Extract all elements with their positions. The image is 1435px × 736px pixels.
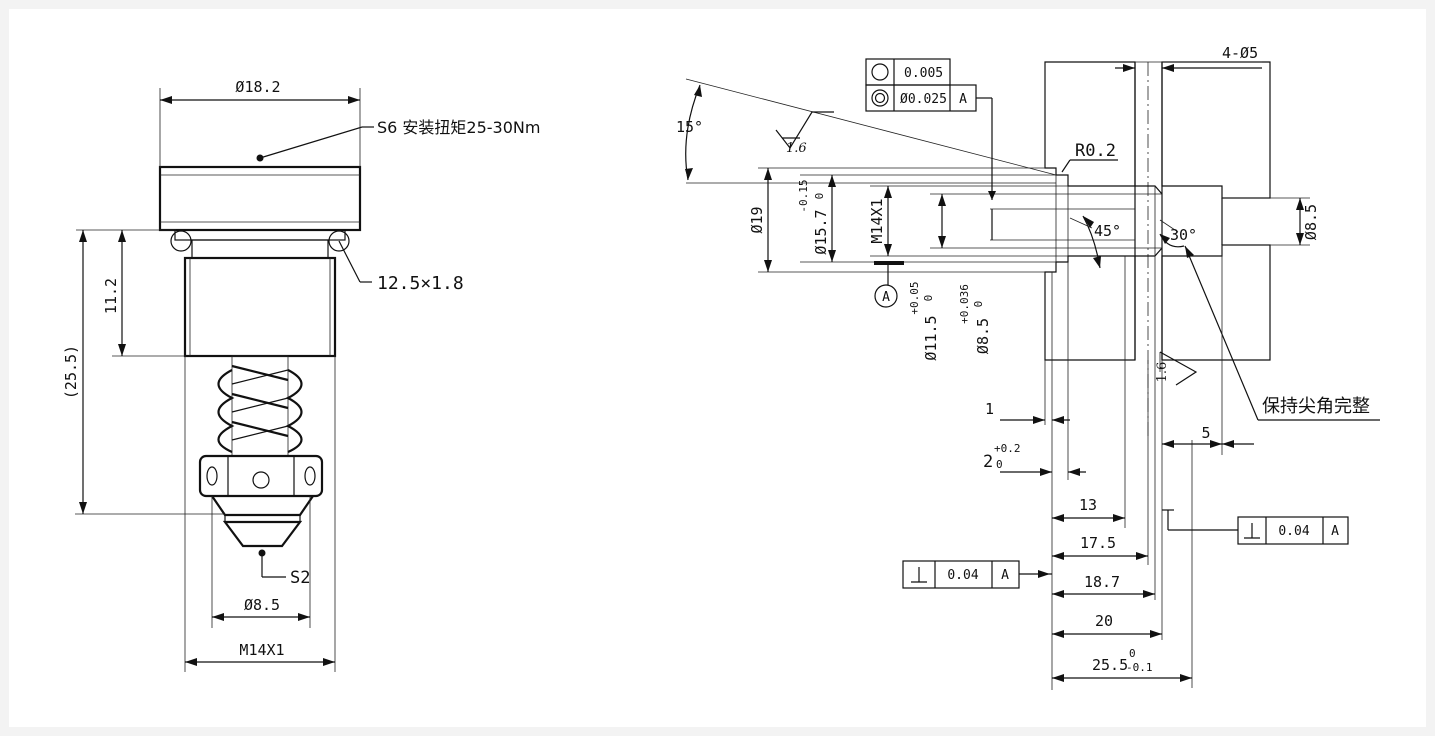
dia-11-5-label: Ø11.5 — [922, 315, 940, 360]
tip-dia-label: Ø8.5 — [244, 596, 280, 614]
dia-8-5-label: Ø8.5 — [974, 318, 992, 354]
dia-8-5-right-label: Ø8.5 — [1302, 204, 1320, 240]
thread-spec-label: M14X1 — [239, 641, 284, 659]
fcf-top-row2-value: Ø0.025 — [900, 92, 947, 107]
section-lower-left — [1044, 255, 1136, 361]
tol-11-5-low: 0 — [922, 295, 935, 302]
dim-2-label: 2 — [983, 452, 993, 472]
tol-15-7-low: 0 — [813, 193, 826, 200]
roughness-bottom-label: 1.6 — [1155, 362, 1170, 383]
dia-hex-label: Ø18.2 — [235, 78, 280, 96]
section-lower-right — [1161, 244, 1271, 361]
tol-15-7-up: -0.15 — [797, 179, 810, 212]
datum-circle — [874, 284, 898, 308]
radius-label: R0.2 — [1075, 141, 1116, 161]
section-upper-left — [1044, 61, 1136, 187]
tol-2-up: +0.2 — [994, 442, 1021, 455]
fcf-right-datum: A — [1331, 524, 1339, 539]
datum-a-label: A — [882, 290, 890, 305]
tol-25-5-low: -0.1 — [1126, 661, 1153, 674]
sharp-corner-note: 保持尖角完整 — [1262, 396, 1370, 417]
right-view: 15° 1.6 R0.2 Ø19 Ø15.7 -0.15 0 M14X1 A Ø… — [676, 44, 1380, 690]
dim-20-label: 20 — [1095, 612, 1113, 630]
drawing-sheet: Ø18.2 S6 安装扭矩25-30Nm 12.5×1.8 11.2 (25.5… — [9, 9, 1426, 727]
oring-left — [170, 230, 192, 252]
dim-17-5-label: 17.5 — [1080, 534, 1116, 552]
datum-bar — [874, 261, 904, 265]
roughness-top-label: 1.6 — [786, 141, 807, 156]
hex-cap — [158, 165, 362, 232]
fcf-top-row2-datum: A — [959, 92, 967, 107]
concentricity-icon — [871, 89, 889, 107]
tip-hex-label: S2 — [290, 568, 310, 588]
dim-13-label: 13 — [1079, 496, 1097, 514]
tol-25-5-up: 0 — [1129, 647, 1136, 660]
dia-19-label: Ø19 — [748, 206, 766, 233]
thread-body — [183, 256, 337, 358]
thread-m14-label: M14X1 — [868, 198, 886, 243]
technical-drawing: Ø18.2 S6 安装扭矩25-30Nm 12.5×1.8 11.2 (25.5… — [62, 44, 1380, 690]
oring-right — [328, 230, 350, 252]
fcf-left-value: 0.04 — [947, 568, 978, 583]
dim-1-label: 1 — [985, 400, 994, 418]
tol-11-5-up: +0.05 — [908, 281, 921, 314]
angle-15-label: 15° — [676, 118, 703, 136]
hex-torque-note: S6 安装扭矩25-30Nm — [377, 118, 540, 137]
total-length-label: (25.5) — [62, 345, 80, 399]
perpendicularity-icon-right — [1244, 523, 1260, 539]
angle-30-label: 30° — [1170, 226, 1197, 244]
hole-count-label: 4-Ø5 — [1222, 44, 1258, 62]
fcf-right-value: 0.04 — [1278, 524, 1309, 539]
fcf-right — [1162, 509, 1349, 545]
fcf-top — [865, 58, 993, 186]
left-view: Ø18.2 S6 安装扭矩25-30Nm 12.5×1.8 11.2 (25.5… — [62, 78, 540, 672]
dim-5-label: 5 — [1201, 424, 1210, 442]
dia-15-7-label: Ø15.7 — [812, 209, 830, 254]
tol-2-low: 0 — [996, 458, 1003, 471]
section-upper-right — [1161, 61, 1271, 199]
dim-25-5-label: 25.5 — [1092, 656, 1128, 674]
dim-18-7-label: 18.7 — [1084, 573, 1120, 591]
fcf-left — [902, 560, 1052, 589]
thread-length-label: 11.2 — [102, 278, 120, 314]
oring-label: 12.5×1.8 — [377, 273, 464, 294]
spring — [217, 355, 303, 457]
angle-45-label: 45° — [1094, 222, 1121, 240]
tol-8-5-low: 0 — [972, 301, 985, 308]
perpendicularity-icon — [911, 567, 927, 583]
tip-hex — [198, 454, 324, 498]
fcf-top-row1-value: 0.005 — [904, 66, 943, 81]
circularity-icon — [871, 63, 889, 81]
fcf-left-datum: A — [1001, 568, 1009, 583]
tol-8-5-up: +0.036 — [958, 284, 971, 324]
